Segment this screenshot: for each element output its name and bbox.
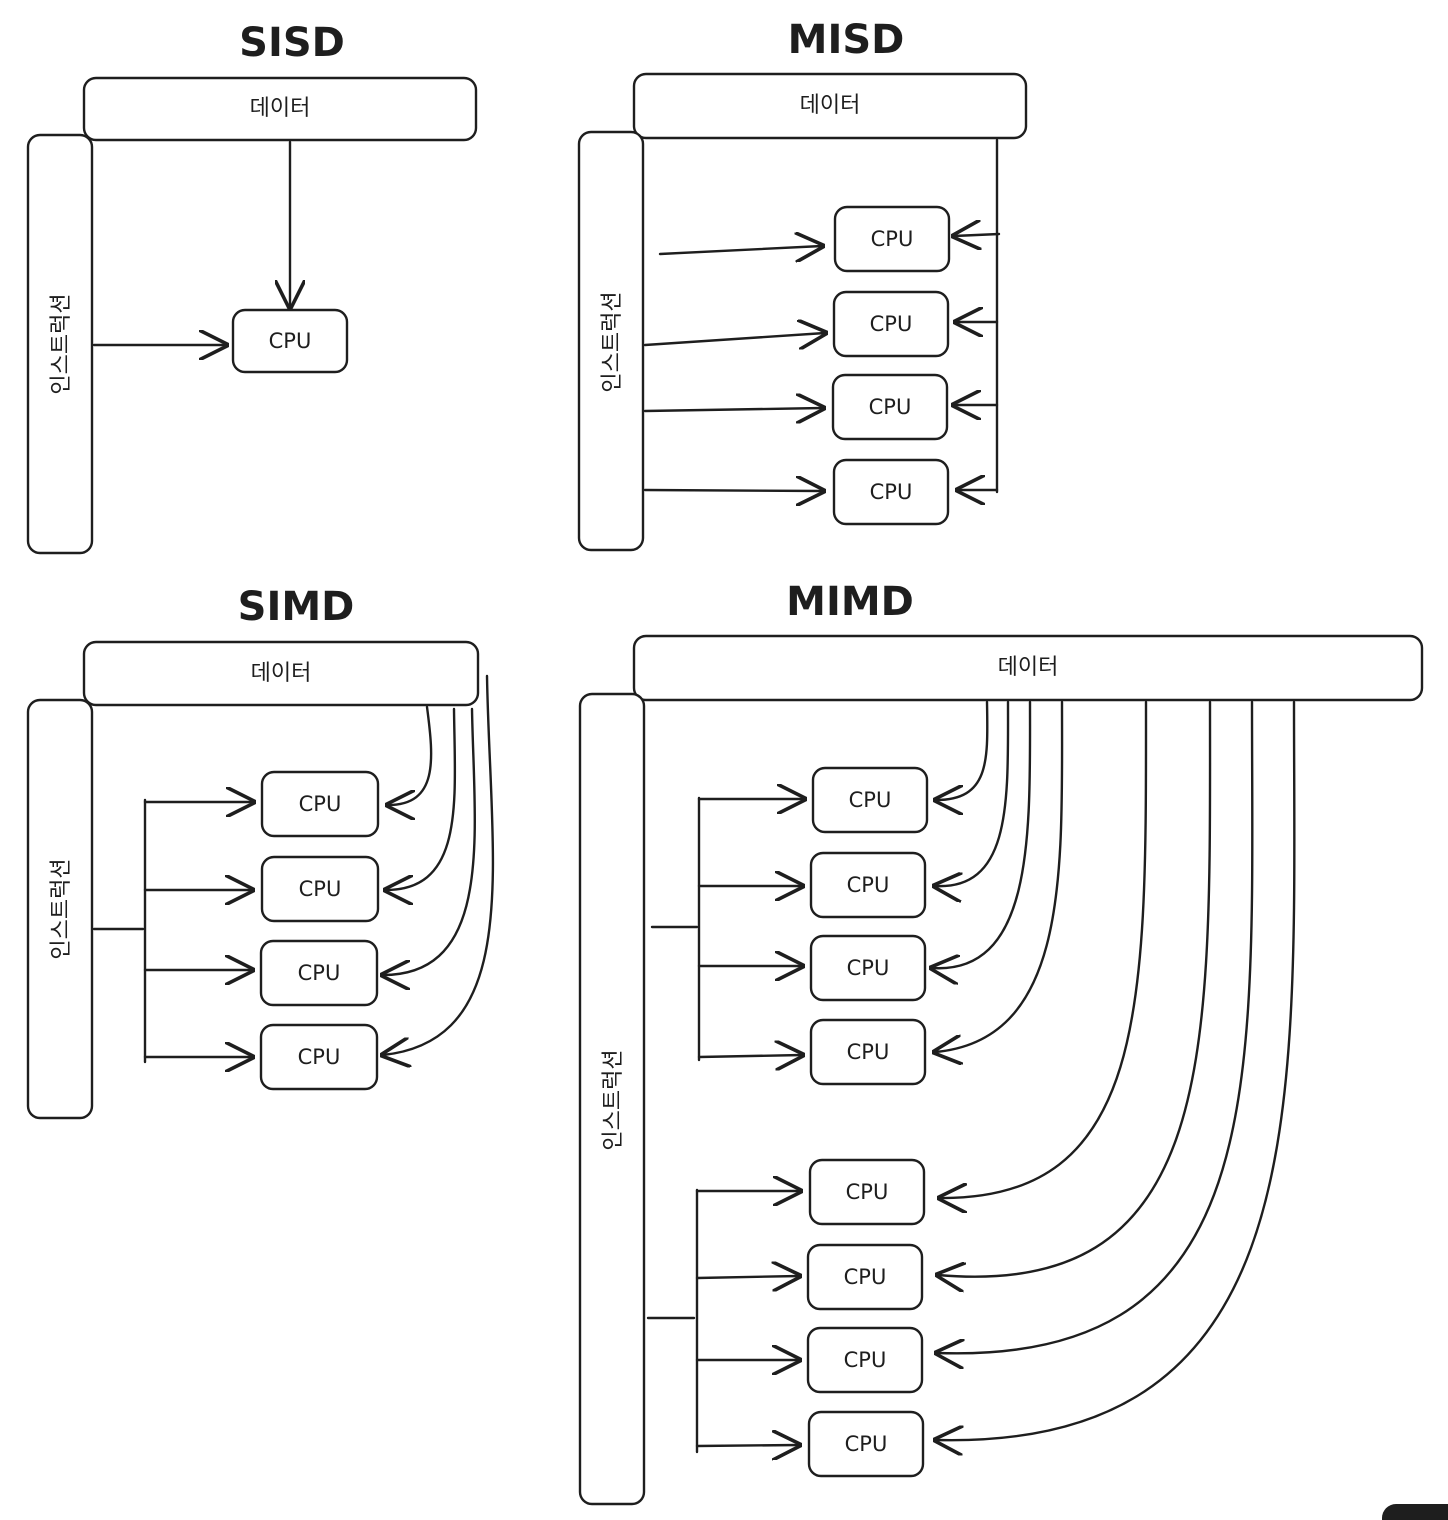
instruction-box-sisd (26, 133, 94, 555)
data-flow-arrow (386, 707, 457, 890)
cpu-label: CPU (870, 312, 913, 336)
data-flow-arrow (932, 700, 1032, 968)
instruction-label-misd: 인스트럭션 (600, 291, 625, 392)
data-flow-arrow (938, 700, 1212, 1277)
cpu-label: CPU (845, 1432, 888, 1456)
cpu-box (807, 1410, 925, 1478)
cpu-row: CPU (695, 700, 1296, 1478)
cpu-row: CPU (143, 705, 433, 838)
data-box-sisd (82, 76, 478, 142)
panel-title-simd: SIMD (238, 584, 355, 630)
cpu-box (832, 458, 950, 526)
data-flow-arrow (936, 700, 989, 800)
cpu-row: CPU (695, 700, 1212, 1311)
instruction-flow-arrow (697, 1055, 802, 1057)
cpu-box (806, 1326, 924, 1394)
cpu-row: CPU (143, 707, 457, 923)
cpu-row: CPU (143, 674, 495, 1091)
corner-tab (1382, 1504, 1448, 1520)
cpu-row: CPU (697, 700, 1010, 919)
data-flow-arrow (937, 700, 1254, 1353)
data-box-misd (632, 72, 1028, 140)
cpu-row: CPU (697, 700, 989, 834)
cpu-box (811, 766, 929, 834)
instruction-flow-arrow (695, 1276, 799, 1278)
cpu-label: CPU (871, 227, 914, 251)
instruction-flow-arrow (643, 490, 823, 491)
cpu-label: CPU (847, 1040, 890, 1064)
instruction-flow-arrow (643, 408, 823, 411)
cpu-label: CPU (844, 1348, 887, 1372)
cpu-box (832, 290, 950, 358)
data-flow-arrow (935, 700, 1064, 1052)
cpu-label: CPU (869, 395, 912, 419)
panel-title-sisd: SISD (239, 20, 345, 66)
cpu-box (260, 770, 380, 838)
cpu-row: CPU (658, 205, 1001, 273)
panel-title-misd: MISD (788, 17, 905, 63)
panel-misd: MISD 데이터 인스트럭션 CPU CPU CPU CPU (577, 17, 1028, 552)
cpu-label: CPU (846, 1180, 889, 1204)
data-box-simd (82, 640, 480, 707)
cpu-row: CPU (143, 707, 477, 1007)
cpu-label: CPU (269, 329, 312, 353)
cpu-label: CPU (844, 1265, 887, 1289)
cpu-label: CPU (299, 877, 342, 901)
cpu-label: CPU (299, 792, 342, 816)
panel-sisd: SISD 데이터 인스트럭션 CPU (26, 20, 478, 555)
instruction-box-misd (577, 130, 645, 552)
cpu-box (833, 205, 951, 273)
instruction-label-sisd: 인스트럭션 (49, 293, 74, 394)
cpu-box (831, 373, 949, 441)
cpu-row: CPU (695, 700, 1148, 1226)
cpu-row: CPU (643, 458, 999, 526)
instruction-flow-arrow (658, 246, 822, 254)
instruction-box-simd (26, 698, 94, 1120)
panel-mimd: MIMD 데이터 인스트럭션 CPU CPU CPU (578, 579, 1424, 1506)
cpu-box (259, 1023, 379, 1091)
data-flow-arrow (935, 700, 1010, 886)
cpu-row: CPU (643, 290, 999, 358)
data-label-mimd: 데이터 (998, 655, 1059, 680)
data-flow-arrow (954, 234, 1001, 236)
cpu-label: CPU (847, 956, 890, 980)
cpu-box (808, 1158, 926, 1226)
instruction-label-mimd: 인스트럭션 (601, 1049, 626, 1150)
cpu-row: CPU (643, 373, 999, 441)
cpu-label: CPU (847, 873, 890, 897)
data-flow-arrow (388, 705, 433, 805)
cpu-box (231, 308, 349, 374)
cpu-label: CPU (849, 788, 892, 812)
data-flow-arrow (383, 707, 477, 975)
cpu-box (809, 1018, 927, 1086)
instruction-label-simd: 인스트럭션 (49, 858, 74, 959)
cpu-row: CPU (697, 700, 1032, 1002)
cpu-row: CPU (697, 700, 1064, 1086)
cpu-label: CPU (870, 480, 913, 504)
data-label-misd: 데이터 (800, 93, 861, 118)
cpu-label: CPU (298, 1045, 341, 1069)
cpu-box (806, 1243, 924, 1311)
cpu-box (809, 934, 927, 1002)
data-label-sisd: 데이터 (250, 96, 311, 121)
data-flow-arrow (940, 700, 1148, 1198)
cpu-box (260, 855, 380, 923)
panel-simd: SIMD 데이터 인스트럭션 CPU CPU CPU (26, 584, 495, 1120)
cpu-box (809, 851, 927, 919)
instruction-flow-arrow (643, 333, 825, 345)
instruction-flow-arrow (695, 1445, 799, 1446)
cpu-row: CPU (695, 700, 1254, 1394)
data-flow-arrow (383, 674, 495, 1055)
data-box-mimd (632, 634, 1424, 702)
cpu-box (259, 939, 379, 1007)
cpu-label: CPU (298, 961, 341, 985)
instruction-box-mimd (578, 692, 646, 1506)
data-label-simd: 데이터 (251, 661, 312, 686)
data-flow-arrow (936, 700, 1296, 1440)
panel-title-mimd: MIMD (786, 579, 914, 625)
